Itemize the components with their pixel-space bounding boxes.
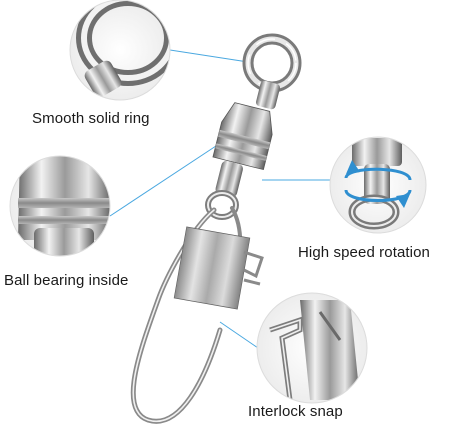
leader-lines — [109, 49, 330, 349]
bearing-barrel — [212, 102, 273, 171]
zoom-rotation-detail — [329, 136, 427, 234]
label-high-speed-rotation: High speed rotation — [298, 244, 430, 261]
swivel-product — [130, 33, 302, 424]
leader-line-bearing — [109, 141, 223, 217]
zoom-snap-detail — [256, 292, 368, 404]
zoom-bearing-detail — [9, 155, 111, 257]
zoom-ring-detail — [69, 0, 171, 101]
label-ball-bearing: Ball bearing inside — [4, 272, 129, 289]
leader-line-ring — [169, 49, 249, 63]
snap-sleeve — [173, 226, 251, 310]
circular-arrow-icon — [344, 160, 412, 208]
leader-line-snap — [219, 321, 259, 349]
label-interlock-snap: Interlock snap — [248, 403, 343, 420]
label-smooth-solid-ring: Smooth solid ring — [32, 110, 150, 127]
